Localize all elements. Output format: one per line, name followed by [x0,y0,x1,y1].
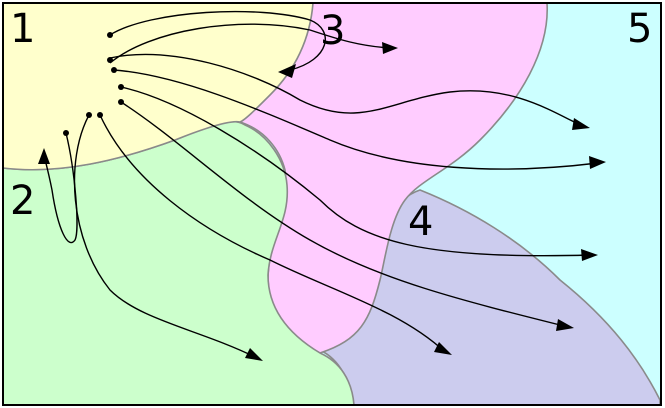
source-dot [97,112,103,118]
source-dot [111,67,117,73]
arrowhead [581,249,598,261]
arrowhead [434,342,452,355]
flow-curve [73,114,256,358]
flow-curve [120,86,591,257]
arrowhead [556,319,574,331]
region-label-4: 4 [408,199,433,245]
source-dot [118,84,124,90]
flow-curve [43,132,78,244]
flow-curve [120,101,569,328]
source-dot [86,112,92,118]
flow-curve [109,53,583,127]
arrowhead [278,64,296,78]
region-label-5: 5 [627,6,652,52]
source-dot [107,57,113,63]
region-label-2: 2 [10,178,35,224]
flow-curves [43,10,599,358]
region-label-1: 1 [10,6,35,52]
flow-curve [109,23,391,64]
arrowhead [382,42,398,54]
source-dots [63,32,124,136]
arrowhead [245,348,263,361]
arrowheads [38,42,606,361]
flow-curve [113,69,599,170]
source-dot [63,130,69,136]
flow-curve [99,114,446,353]
source-dot [107,32,113,38]
arrowhead [589,156,606,169]
region-1 [2,2,314,171]
source-dot [118,99,124,105]
arrowhead [38,148,50,164]
flow-curve [109,10,326,71]
arrowhead [572,118,590,130]
